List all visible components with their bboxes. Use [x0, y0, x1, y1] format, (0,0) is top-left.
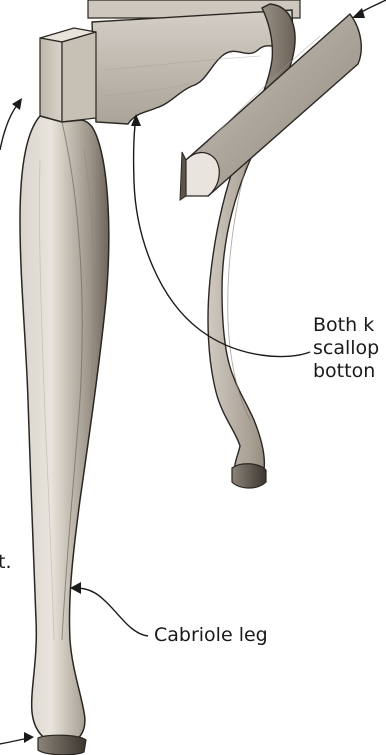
leg-post-block — [40, 28, 96, 122]
cabriole-leg-label: Cabriole leg — [154, 624, 268, 647]
back-leg-foot — [232, 464, 266, 488]
cabriole-callout-leader — [70, 582, 148, 636]
post-callout-arrow — [0, 98, 22, 150]
knee-callout-line: botton — [313, 360, 379, 383]
cabriole-leg — [20, 116, 109, 744]
knee-callout-line: scallop — [313, 337, 379, 360]
cabriole-leg-foot — [38, 735, 86, 755]
knee-callout-line: Both k — [313, 314, 379, 337]
side-rail-callout-arrow — [352, 0, 386, 18]
knee-callout-text: Both k scallop botton — [313, 314, 379, 383]
cropped-callout-fragment: t. — [0, 551, 12, 574]
foot-callout-arrow — [0, 732, 34, 744]
